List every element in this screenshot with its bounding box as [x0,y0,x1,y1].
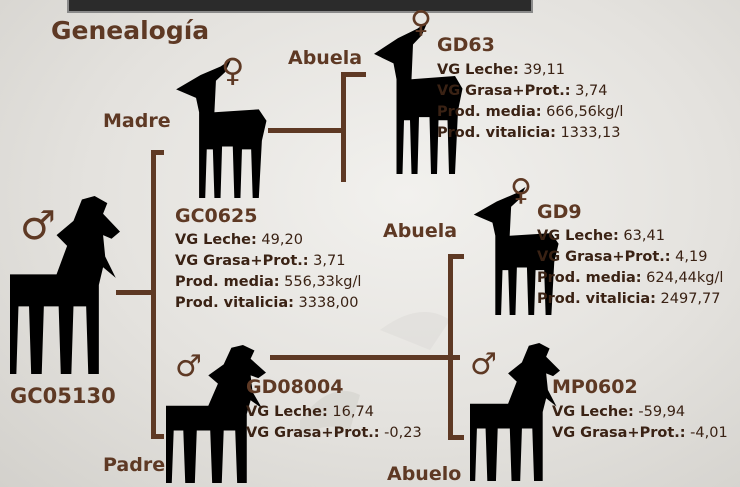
father-id: GD08004 [246,376,344,398]
female-symbol-icon: ♀ [221,51,245,89]
stat-row: VG Grasa+Prot.: -4,01 [552,425,728,441]
male-symbol-icon: ♂ [175,349,202,384]
goat-female-icon [176,59,267,198]
stat-row: VG Leche: 63,41 [537,228,665,244]
connector-maternal-vertical [341,72,346,182]
top-bar [67,0,533,13]
connector-paternal-bottom [448,435,464,440]
paternal-grandmother-stats: VG Leche: 63,41 VG Grasa+Prot.: 4,19 Pro… [537,226,723,310]
mother-role-label: Madre [103,110,171,132]
father-stats: VG Leche: 16,74 VG Grasa+Prot.: -0,23 [246,402,422,444]
paternal-grandfather-role-label: Abuelo [387,463,462,485]
connector-parents-bottom [151,434,164,439]
paternal-grandmother-role-label: Abuela [383,220,458,242]
connector-father-to-grandparents [270,355,460,360]
stat-row: VG Grasa+Prot.: 3,74 [437,83,608,99]
stat-row: VG Leche: 49,20 [175,232,303,248]
maternal-grandmother-stats: VG Leche: 39,11 VG Grasa+Prot.: 3,74 Pro… [437,60,623,144]
connector-paternal-vertical [448,254,453,440]
stat-row: VG Leche: -59,94 [552,404,686,420]
stat-row: Prod. media: 624,44kg/l [537,270,724,286]
stat-row: Prod. vitalicia: 1333,13 [437,125,621,141]
connector-paternal-top [448,254,464,259]
connector-mother-to-grandmother [268,128,346,133]
maternal-grandmother-role-label: Abuela [288,47,363,69]
mother-id: GC0625 [175,205,258,227]
connector-parents-top [151,150,164,155]
stat-row: VG Leche: 16,74 [246,404,374,420]
male-symbol-icon: ♂ [20,203,56,249]
stat-row: Prod. vitalicia: 2497,77 [537,291,721,307]
stat-row: Prod. media: 556,33kg/l [175,274,362,290]
stat-row: VG Grasa+Prot.: 4,19 [537,249,708,265]
animal-id: GC05130 [10,384,116,408]
stat-row: Prod. media: 666,56kg/l [437,104,624,120]
father-role-label: Padre [103,454,166,476]
female-symbol-icon: ♀ [510,173,532,208]
mother-stats: VG Leche: 49,20 VG Grasa+Prot.: 3,71 Pro… [175,230,361,314]
paternal-grandfather-stats: VG Leche: -59,94 VG Grasa+Prot.: -4,01 [552,402,728,444]
female-symbol-icon: ♀ [410,5,432,40]
stat-row: VG Leche: 39,11 [437,62,565,78]
maternal-grandmother-id: GD63 [437,34,495,56]
paternal-grandfather-id: MP0602 [552,376,638,398]
stat-row: Prod. vitalicia: 3338,00 [175,295,359,311]
stat-row: VG Grasa+Prot.: 3,71 [175,253,346,269]
male-symbol-icon: ♂ [470,347,497,382]
connector-animal-to-parents [116,290,154,295]
connector-maternal-top [341,72,366,77]
stat-row: VG Grasa+Prot.: -0,23 [246,425,422,441]
paternal-grandmother-id: GD9 [537,201,582,223]
page-title: Genealogía [51,16,210,45]
